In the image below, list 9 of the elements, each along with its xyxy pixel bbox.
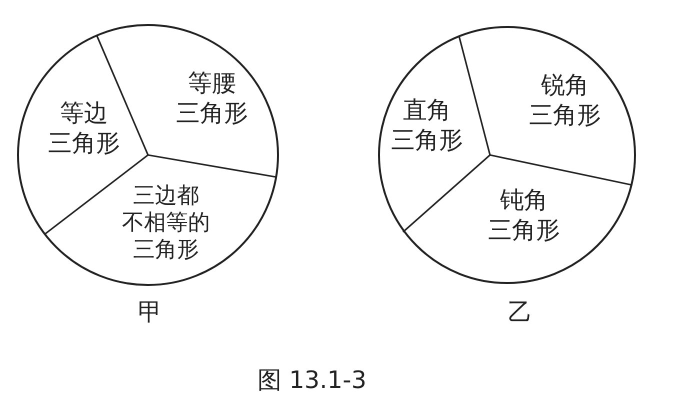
sector-label: 锐角三角形 (529, 70, 601, 130)
sector-label: 等腰三角形 (176, 68, 248, 128)
sector-label: 钝角三角形 (488, 185, 560, 245)
circle-label: 甲 (138, 297, 162, 328)
sector-label: 等边三角形 (48, 98, 120, 158)
figure-caption: 图 13.1-3 (258, 365, 366, 396)
sector-label: 直角三角形 (391, 95, 463, 155)
sector-label: 三边都不相等的三角形 (122, 182, 210, 264)
circle-label: 乙 (508, 297, 532, 328)
